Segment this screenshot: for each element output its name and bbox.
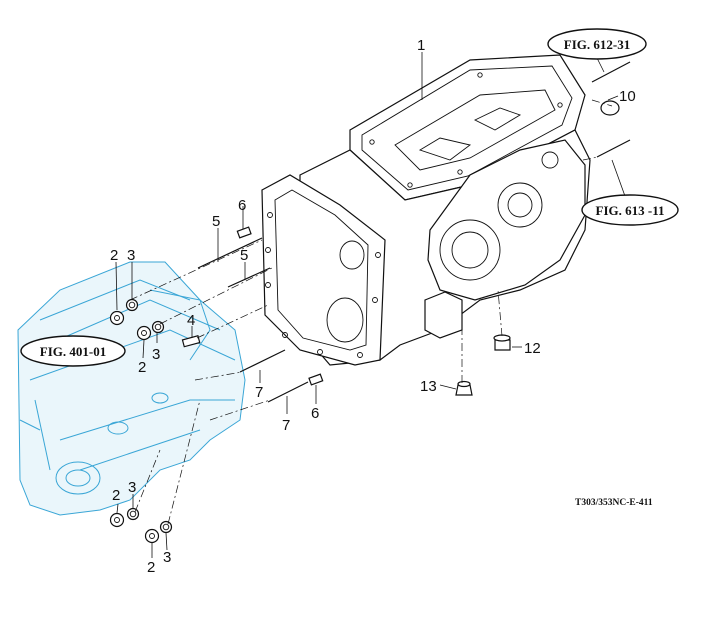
callout-3: 3 — [163, 549, 171, 566]
dowel-pin-6-lower — [308, 373, 324, 386]
callout-6: 6 — [311, 405, 319, 422]
fig-ref-left-label: FIG. 401-01 — [40, 344, 106, 359]
nut-washer-set-lower2 — [144, 520, 173, 544]
nut-washer-set-lower1 — [109, 507, 140, 528]
stud-7-lower — [267, 381, 309, 403]
fig-ref-mid-right-label: FIG. 613 -11 — [596, 203, 665, 218]
callout-7: 7 — [282, 417, 290, 434]
main-casing — [261, 54, 591, 366]
bolt-4 — [181, 335, 201, 348]
cap-10 — [600, 100, 620, 116]
stud-fig-612-31 — [591, 61, 631, 83]
callout-2: 2 — [138, 359, 146, 376]
leader-lines — [115, 52, 631, 558]
stud-fig-613-11 — [596, 139, 631, 158]
callout-numbers: 1 2 3 4 2 3 5 6 5 7 7 6 10 12 13 2 3 2 3 — [110, 37, 636, 576]
stud-5-lower — [227, 267, 271, 288]
fig-ref-left[interactable]: FIG. 401-01 — [20, 335, 126, 367]
callout-10: 10 — [619, 88, 636, 105]
callout-2: 2 — [112, 487, 120, 504]
callout-13: 13 — [420, 378, 437, 395]
stud-7-upper — [239, 349, 286, 373]
callout-5: 5 — [240, 247, 248, 264]
assembly-lines — [129, 99, 613, 525]
nut-washer-set-upper — [109, 298, 139, 326]
reference-transmission-housing — [17, 261, 246, 516]
callout-4: 4 — [187, 312, 195, 329]
fig-ref-top-right-label: FIG. 612-31 — [564, 37, 630, 52]
callout-2: 2 — [147, 559, 155, 576]
callout-3: 3 — [127, 247, 135, 264]
callout-1: 1 — [417, 37, 425, 54]
dowel-pin-6-upper — [236, 226, 252, 239]
callout-5: 5 — [212, 213, 220, 230]
drawing-code: T303/353NC-E-411 — [575, 498, 653, 508]
callout-2: 2 — [110, 247, 118, 264]
fig-ref-mid-right[interactable]: FIG. 613 -11 — [581, 194, 679, 226]
callout-12: 12 — [524, 340, 541, 357]
stud-5-upper — [197, 237, 263, 269]
nut-washer-set-mid — [136, 320, 165, 341]
fasteners — [109, 61, 631, 544]
callout-7: 7 — [255, 384, 263, 401]
callout-3: 3 — [128, 479, 136, 496]
callout-6: 6 — [238, 197, 246, 214]
fig-ref-top-right[interactable]: FIG. 612-31 — [547, 28, 647, 60]
callout-3: 3 — [152, 346, 160, 363]
